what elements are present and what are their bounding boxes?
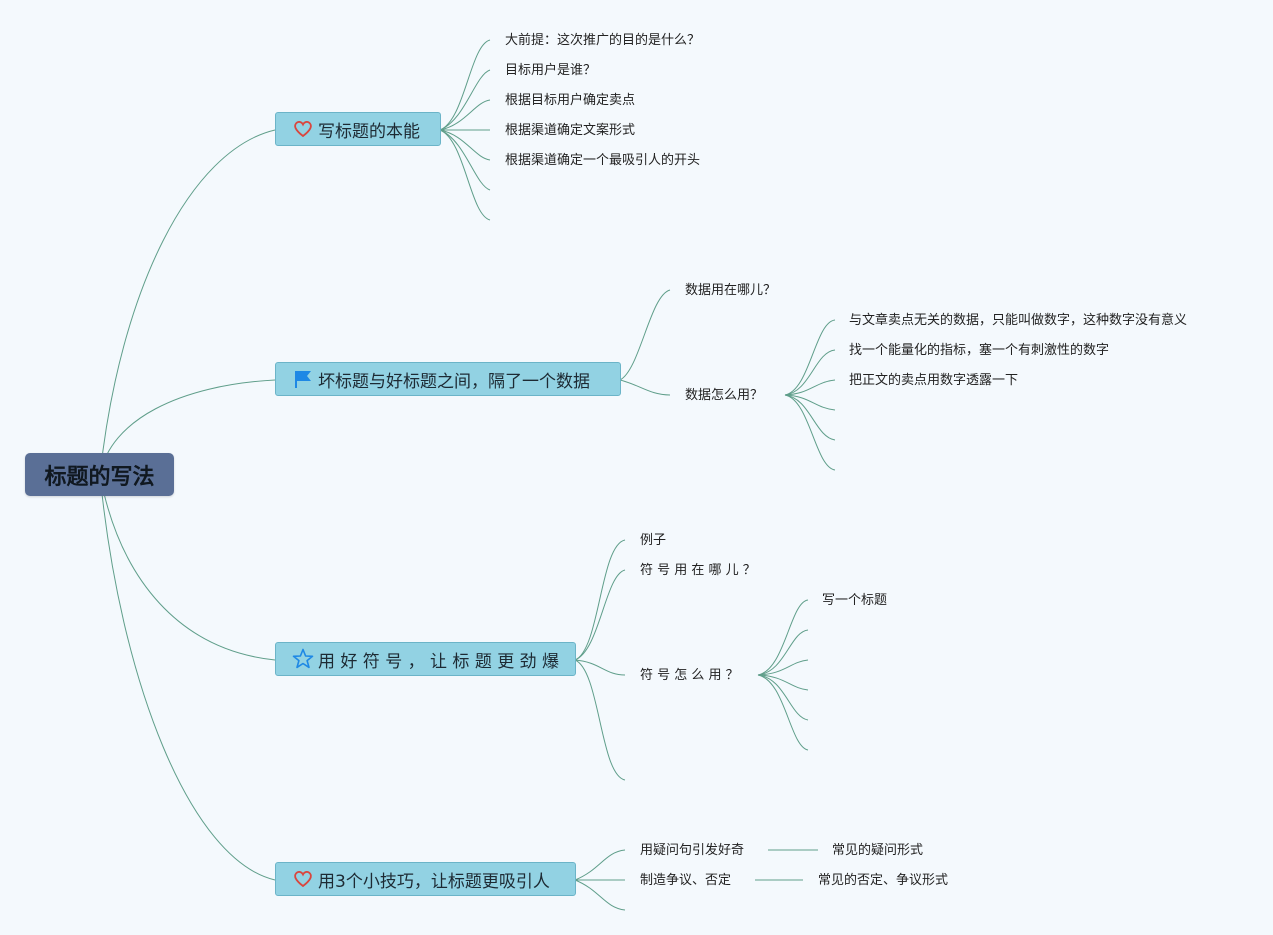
connector-line (784, 394, 836, 441)
connector-line (574, 849, 626, 881)
connector-line (784, 394, 836, 471)
connector-line (574, 569, 626, 661)
subtopic[interactable]: 常见的疑问形式 (832, 843, 924, 858)
subtopic[interactable]: 数据用在哪儿？ (685, 283, 777, 298)
connector-line (574, 659, 626, 781)
connector-line (619, 379, 671, 396)
subtopic[interactable]: 找一个能量化的指标，塞一个有刺激性的数字 (849, 343, 1110, 358)
connector-line (574, 879, 626, 911)
connector-line (784, 379, 836, 396)
subtopic[interactable]: 用疑问句引发好奇 (640, 843, 745, 858)
subtopic[interactable]: 目标用户是谁？ (505, 63, 597, 78)
connector-line (619, 289, 671, 381)
subtopic[interactable]: 根据目标用户确定卖点 (505, 93, 636, 108)
connector-line (757, 674, 809, 751)
subtopic[interactable]: 与文章卖点无关的数据，只能叫做数字，这种数字没有意义 (849, 313, 1188, 328)
connector-line (757, 674, 809, 721)
branch-label: 用3个小技巧，让标题更吸引人 (318, 871, 550, 892)
subtopic[interactable]: 把正文的卖点用数字透露一下 (849, 373, 1019, 388)
connector-line (99, 474, 276, 661)
subtopic[interactable]: 常见的否定、争议形式 (818, 873, 949, 888)
connector-line (439, 69, 491, 131)
subtopic[interactable]: 数据怎么用？ (685, 388, 764, 403)
flag-icon (292, 368, 314, 390)
connector-line (757, 674, 809, 691)
branch-label: 坏标题与好标题之间，隔了一个数据 (318, 371, 590, 392)
root-topic[interactable]: 标题的写法 (25, 453, 174, 496)
subtopic[interactable]: 制造争议、否定 (640, 873, 732, 888)
heart-icon (292, 868, 314, 890)
connector-line (784, 394, 836, 411)
branch-label: 用 好 符 号 ， 让 标 题 更 劲 爆 (318, 651, 560, 672)
connector-line (439, 39, 491, 131)
connector-line (574, 539, 626, 661)
connector-line (99, 129, 276, 476)
connector-line (757, 659, 809, 676)
connector-line (99, 474, 276, 881)
branch-topic[interactable]: 用 好 符 号 ， 让 标 题 更 劲 爆 (275, 642, 576, 676)
branch-label: 写标题的本能 (318, 121, 420, 142)
subtopic[interactable]: 根据渠道确定一个最吸引人的开头 (505, 153, 701, 168)
connector-line (757, 599, 809, 676)
connector-line (439, 129, 491, 161)
connector-line (439, 129, 491, 221)
subtopic[interactable]: 根据渠道确定文案形式 (505, 123, 636, 138)
connector-line (439, 99, 491, 131)
subtopic[interactable]: 符 号 怎 么 用 ？ (640, 668, 739, 683)
branch-topic[interactable]: 用3个小技巧，让标题更吸引人 (275, 862, 576, 896)
connector-line (757, 629, 809, 676)
subtopic[interactable]: 例子 (640, 533, 667, 548)
subtopic[interactable]: 符 号 用 在 哪 儿 ？ (640, 563, 756, 578)
subtopic[interactable]: 写一个标题 (822, 593, 888, 608)
star-icon (292, 648, 314, 670)
connector-line (574, 659, 626, 676)
connector-line (439, 129, 491, 191)
branch-topic[interactable]: 坏标题与好标题之间，隔了一个数据 (275, 362, 621, 396)
subtopic[interactable]: 大前提：这次推广的目的是什么？ (505, 33, 701, 48)
connector-line (784, 349, 836, 396)
branch-topic[interactable]: 写标题的本能 (275, 112, 441, 146)
heart-icon (292, 118, 314, 140)
connector-line (784, 319, 836, 396)
